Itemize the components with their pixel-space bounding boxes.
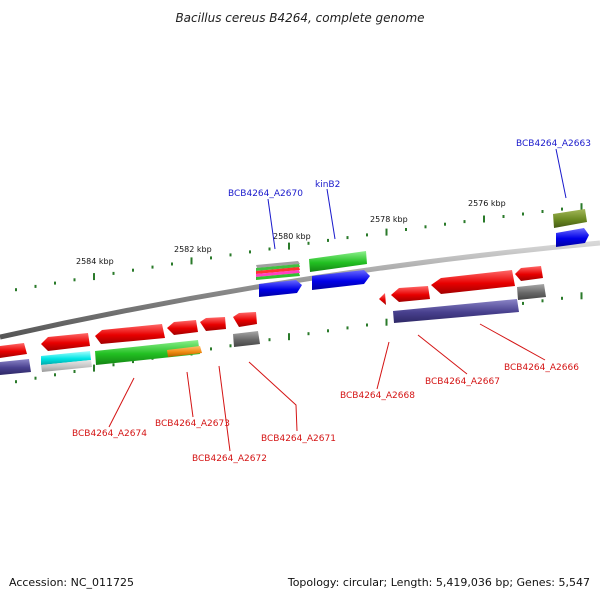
gene-a2666-gray[interactable] <box>517 284 546 300</box>
gene-a2668-red[interactable] <box>379 293 386 305</box>
gene-kinb2-blue[interactable] <box>312 270 370 290</box>
gene-lower-red-6[interactable] <box>233 312 257 327</box>
gene-label-kinb2[interactable]: kinB2 <box>315 180 340 190</box>
scale-tick <box>151 265 154 269</box>
scale-tick <box>580 203 583 211</box>
gene-lower-red-4[interactable] <box>167 320 198 335</box>
scale-tick <box>132 268 134 272</box>
scale-tick <box>229 253 232 257</box>
genome-backbone <box>0 240 600 340</box>
gene-lower-red-5[interactable] <box>200 317 226 331</box>
scale-tick <box>307 241 310 245</box>
gene-label-a2670[interactable]: BCB4264_A2670 <box>228 189 303 199</box>
gene-label-a2667[interactable]: BCB4264_A2667 <box>425 377 500 387</box>
scale-tick <box>268 338 271 342</box>
scale-tick <box>366 233 368 237</box>
scale-tick <box>288 333 290 341</box>
gene-label-a2672[interactable]: BCB4264_A2672 <box>192 454 267 464</box>
upper-tick-row <box>15 203 583 292</box>
scale-tick <box>502 215 505 218</box>
scale-tick <box>93 364 95 372</box>
scale-tick <box>210 256 212 260</box>
scale-tick <box>561 207 563 211</box>
gene-label-a2673[interactable]: BCB4264_A2673 <box>155 419 230 429</box>
gene-kinb2-green[interactable] <box>309 251 367 272</box>
scale-tick <box>385 318 388 326</box>
gene-a2666-red-2[interactable] <box>515 266 543 281</box>
scale-tick <box>112 271 115 275</box>
scale-tick <box>15 380 17 384</box>
accession-text: Accession: NC_011725 <box>9 576 134 589</box>
scale-tick <box>346 236 349 240</box>
scale-tick <box>561 296 563 300</box>
gene-lower-cyan[interactable] <box>41 351 92 372</box>
gene-a2673-orange[interactable] <box>167 346 202 357</box>
gene-label-a2663[interactable]: BCB4264_A2663 <box>516 139 591 149</box>
map-title: Bacillus cereus B4264, complete genome <box>175 11 424 25</box>
gene-a2670-blue[interactable] <box>259 280 302 297</box>
scale-tick <box>366 323 368 327</box>
upper-callouts <box>267 148 567 250</box>
gene-a2670-stack[interactable] <box>256 261 300 280</box>
gene-a2666-red-1[interactable] <box>431 270 515 294</box>
scale-tick <box>327 329 329 333</box>
scale-label-2576: 2576 kbp <box>468 199 506 208</box>
gene-lower-red-1[interactable] <box>0 343 27 358</box>
gene-lower-red-2[interactable] <box>41 333 90 351</box>
scale-tick <box>327 238 329 242</box>
scale-label-2580: 2580 kbp <box>273 232 311 241</box>
scale-tick <box>210 347 212 351</box>
scale-label-2582: 2582 kbp <box>174 245 212 254</box>
scale-tick <box>268 247 271 251</box>
scale-tick <box>522 301 524 305</box>
gene-a2667-red[interactable] <box>391 286 430 302</box>
scale-tick <box>405 228 407 231</box>
scale-tick <box>580 292 583 300</box>
scale-tick <box>34 376 37 380</box>
scale-label-2584: 2584 kbp <box>76 257 114 266</box>
scale-tick <box>385 228 388 236</box>
gene-a2663-blue[interactable] <box>556 228 589 247</box>
scale-tick <box>424 225 427 229</box>
gene-label-a2671[interactable]: BCB4264_A2671 <box>261 434 336 444</box>
scale-tick <box>541 210 544 213</box>
scale-tick <box>541 299 544 303</box>
scale-tick <box>346 326 349 330</box>
gene-a2671-gray[interactable] <box>233 331 260 347</box>
scale-label-2578: 2578 kbp <box>370 215 408 224</box>
scale-tick <box>34 284 37 288</box>
scale-tick <box>229 344 232 348</box>
gene-lower-red-3[interactable] <box>95 324 165 344</box>
scale-tick <box>73 370 76 373</box>
gene-label-a2668[interactable]: BCB4264_A2668 <box>340 391 415 401</box>
scale-tick <box>307 332 310 336</box>
genome-summary-text: Topology: circular; Length: 5,419,036 bp… <box>287 576 590 589</box>
scale-tick <box>73 278 76 282</box>
scale-tick <box>190 257 193 265</box>
scale-tick <box>93 273 95 281</box>
gene-label-a2666[interactable]: BCB4264_A2666 <box>504 363 579 373</box>
lower-callouts <box>108 323 546 452</box>
gene-a2674-green[interactable] <box>95 340 200 365</box>
scale-tick <box>54 281 56 285</box>
gene-lower-purple[interactable] <box>0 359 31 375</box>
scale-tick <box>522 212 524 216</box>
scale-tick <box>54 373 56 377</box>
scale-tick <box>112 363 115 367</box>
scale-tick <box>171 262 173 266</box>
scale-tick <box>15 288 17 292</box>
scale-tick <box>288 242 290 250</box>
gene-a2667-purple[interactable] <box>393 299 519 323</box>
scale-tick <box>463 220 466 224</box>
gene-label-a2674[interactable]: BCB4264_A2674 <box>72 429 147 439</box>
gene-a2663-olive[interactable] <box>553 209 587 228</box>
scale-tick <box>132 360 134 364</box>
scale-tick <box>483 215 485 223</box>
scale-tick <box>444 222 446 226</box>
scale-tick <box>249 250 251 254</box>
